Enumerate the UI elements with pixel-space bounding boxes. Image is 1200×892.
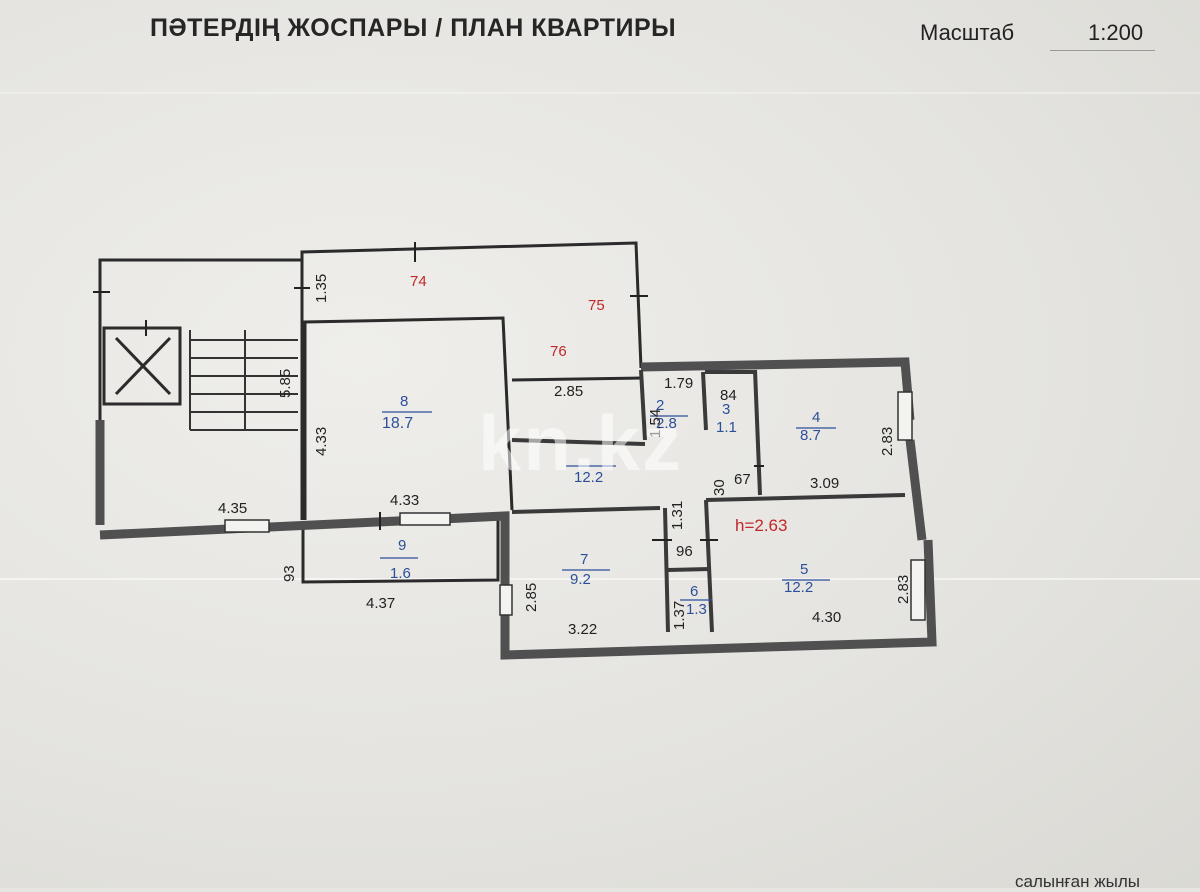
room-number: 3	[722, 401, 730, 418]
room-area: 1.3	[686, 601, 707, 618]
elevator-shaft	[102, 326, 182, 406]
dimension-label: 4.30	[812, 609, 841, 626]
dimension-label: 67	[734, 471, 751, 488]
axis-mark-76: 76	[550, 343, 567, 360]
dimension-label: 2.85	[523, 583, 540, 612]
room-number: 4	[812, 409, 820, 426]
dimension-label: 1.79	[664, 375, 693, 392]
dimension-label: 3.09	[810, 475, 839, 492]
page-title: ПӘТЕРДІҢ ЖОСПАРЫ / ПЛАН КВАРТИРЫ	[150, 14, 677, 42]
dimension-label: 84	[720, 387, 737, 404]
interior-wall	[511, 506, 661, 514]
elevator-cross	[114, 336, 172, 396]
room-area: 8.7	[800, 427, 821, 444]
room-number: 5	[800, 561, 808, 578]
interior-wall	[667, 567, 711, 572]
dimension-label: 1.37	[671, 601, 688, 630]
room-9-outline	[301, 520, 500, 584]
interior-wall	[511, 438, 646, 446]
dimension-label: 2.83	[895, 575, 912, 604]
dimension-label: 96	[676, 543, 693, 560]
dimension-ticks	[93, 242, 764, 541]
room-area: 18.7	[382, 415, 413, 432]
room-label-underlines	[380, 411, 836, 601]
dimension-label: 1.54	[647, 409, 664, 438]
dimension-label: 5.85	[277, 369, 294, 398]
axis-mark-75: 75	[588, 297, 605, 314]
interior-wall	[701, 371, 708, 431]
dimension-label: 1.35	[313, 274, 330, 303]
dimension-label: 30	[711, 479, 728, 496]
scale-label: Масштаб	[920, 20, 1015, 45]
room-area: 2.8	[656, 415, 677, 432]
scale-underline	[1050, 50, 1155, 51]
dimension-label: 93	[281, 565, 298, 582]
interior-wall	[753, 369, 762, 496]
interior-wall	[639, 369, 647, 441]
apartment-outer-wall	[99, 511, 937, 660]
dimension-label: 1.31	[669, 501, 686, 530]
room-number: 7	[580, 551, 588, 568]
upper-outline	[98, 241, 643, 520]
dimension-label: 4.35	[218, 500, 247, 517]
room-number: 6	[690, 583, 698, 600]
dimension-label: 2.85	[554, 383, 583, 400]
dimension-label: 4.33	[390, 492, 419, 509]
room-number: 2	[656, 397, 664, 414]
scale-value: 1:200	[1088, 20, 1144, 45]
ceiling-height: h=2.63	[735, 516, 787, 535]
room-area: 1.1	[716, 419, 737, 436]
room-number: 8	[400, 393, 408, 410]
room-corridor-top	[511, 376, 642, 382]
interior-wall	[663, 507, 670, 633]
windows	[224, 391, 926, 621]
room-number: 9	[398, 537, 406, 554]
apartment-outer-wall	[905, 439, 927, 541]
paper-fold	[0, 92, 1200, 94]
dimension-label: 4.37	[366, 595, 395, 612]
footer-text: салынған жылы	[1015, 872, 1140, 891]
room-area: 12.2	[784, 579, 813, 596]
room-8-outline	[303, 316, 514, 520]
dimension-label: 3.22	[568, 621, 597, 638]
paper-fold	[0, 578, 1200, 580]
dimension-label: 4.33	[313, 427, 330, 456]
dimension-label: 2.83	[879, 427, 896, 456]
interior-wall	[704, 499, 714, 633]
room-area: 12.2	[574, 469, 603, 486]
axis-mark-74: 74	[410, 273, 427, 290]
watermark: kn.kz	[478, 399, 684, 487]
staircase	[189, 330, 298, 431]
room-area: 1.6	[390, 565, 411, 582]
interior-wall	[705, 493, 906, 502]
room-area: 9.2	[570, 571, 591, 588]
